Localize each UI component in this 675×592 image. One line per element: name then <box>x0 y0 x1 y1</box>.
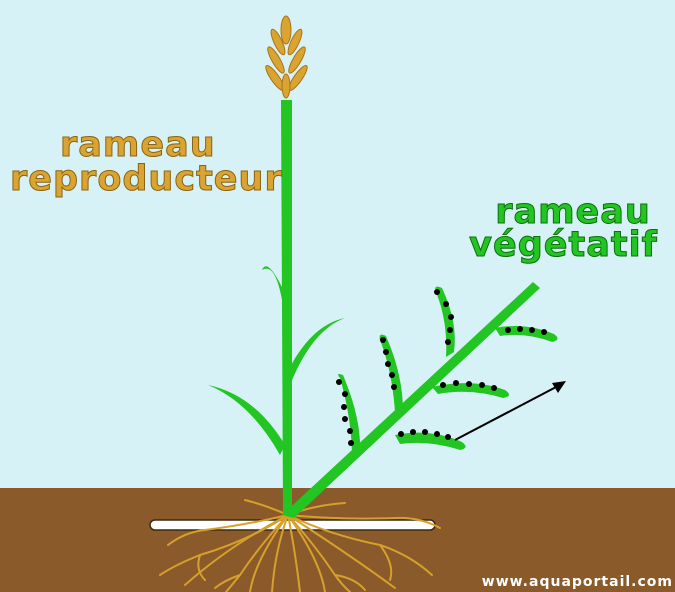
watermark: www.aquaportail.com <box>482 574 673 590</box>
reproductive-branch-label-line2: reproducteur <box>10 160 280 198</box>
vegetative-branch-label-line2: végétatif <box>456 226 671 264</box>
